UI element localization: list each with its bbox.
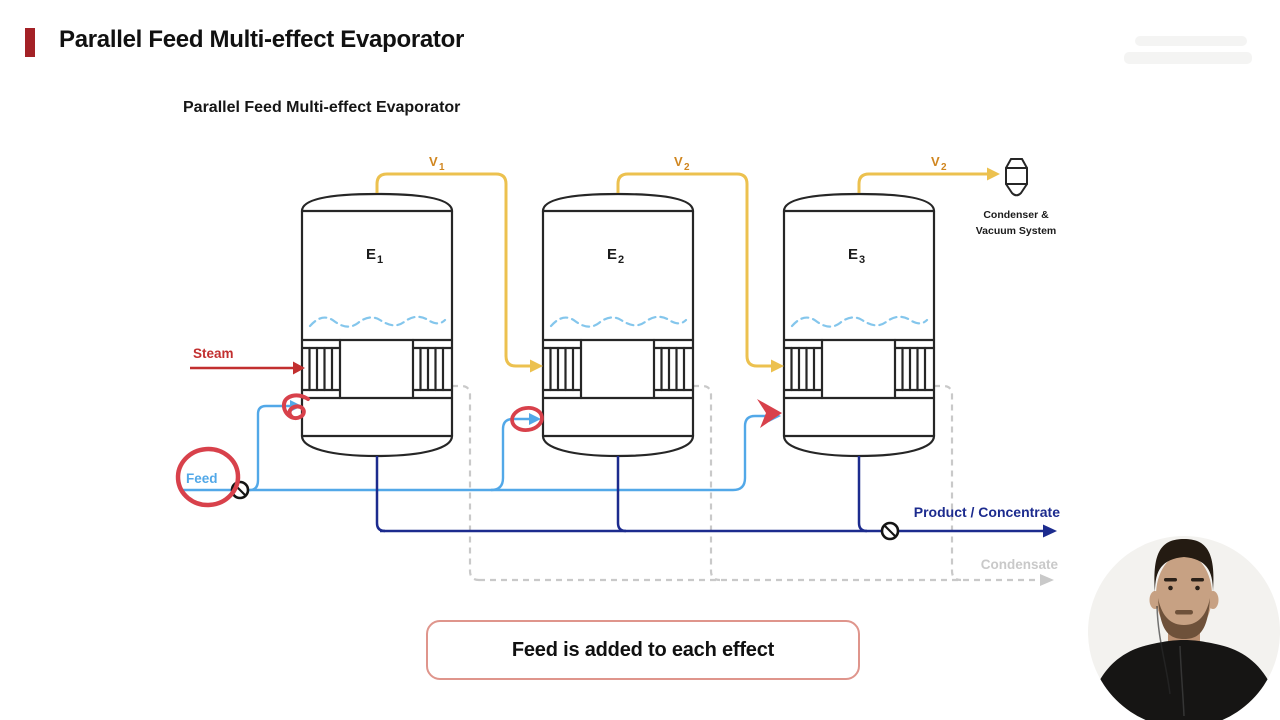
vessel-e3 <box>782 192 936 458</box>
effect-label-e1: E <box>366 246 376 263</box>
caption-box: Feed is added to each effect <box>426 620 860 680</box>
feed-lines <box>180 400 781 492</box>
annotations <box>175 393 782 508</box>
vapor-label-v3-sub: 2 <box>941 162 947 173</box>
condensate-lines <box>452 384 1054 586</box>
effect-label-e1-sub: 1 <box>377 254 383 266</box>
condensate-label: Condensate <box>981 557 1059 572</box>
annotation-circle-feed <box>175 446 241 508</box>
presenter <box>1088 539 1280 720</box>
annotation-scribble-e1 <box>281 393 310 420</box>
webcam-overlay <box>1088 536 1280 720</box>
condenser-icon <box>1005 158 1028 197</box>
steam-line <box>190 361 305 375</box>
annotation-arrow-e3 <box>757 399 782 428</box>
vapor-label-v2: V <box>674 154 683 169</box>
condenser-label-line2: Vacuum System <box>976 225 1057 237</box>
necklace-cord <box>1179 645 1185 717</box>
watermark <box>1124 52 1252 64</box>
effect-label-e2: E <box>607 246 617 263</box>
product-valve-icon <box>880 521 900 541</box>
annotation-circle-e2 <box>510 406 544 432</box>
page-title: Parallel Feed Multi-effect Evaporator <box>59 26 465 53</box>
effect-label-e3: E <box>848 246 858 263</box>
caption-text: Feed is added to each effect <box>511 638 775 661</box>
feed-label: Feed <box>186 471 218 486</box>
vessel-e2 <box>541 192 695 458</box>
watermark <box>1135 36 1247 46</box>
vessel-e1 <box>300 192 454 458</box>
vapor-label-v3: V <box>931 154 940 169</box>
vapor-label-v2-sub: 2 <box>684 162 690 173</box>
title-accent-bar <box>25 28 35 57</box>
product-lines <box>375 456 1057 538</box>
earphone-wire <box>1156 605 1171 695</box>
effect-label-e3-sub: 3 <box>859 254 865 266</box>
vapor-label-v1: V <box>429 154 438 169</box>
diagram-title: Parallel Feed Multi-effect Evaporator <box>183 99 461 116</box>
vapor-label-v1-sub: 1 <box>439 162 445 173</box>
steam-label: Steam <box>193 346 234 361</box>
product-label: Product / Concentrate <box>914 504 1060 520</box>
condenser-label-line1: Condenser & <box>983 209 1049 221</box>
effect-label-e2-sub: 2 <box>618 254 624 266</box>
vapor-lines <box>375 167 1000 373</box>
condensate-arrowhead <box>1040 574 1054 586</box>
